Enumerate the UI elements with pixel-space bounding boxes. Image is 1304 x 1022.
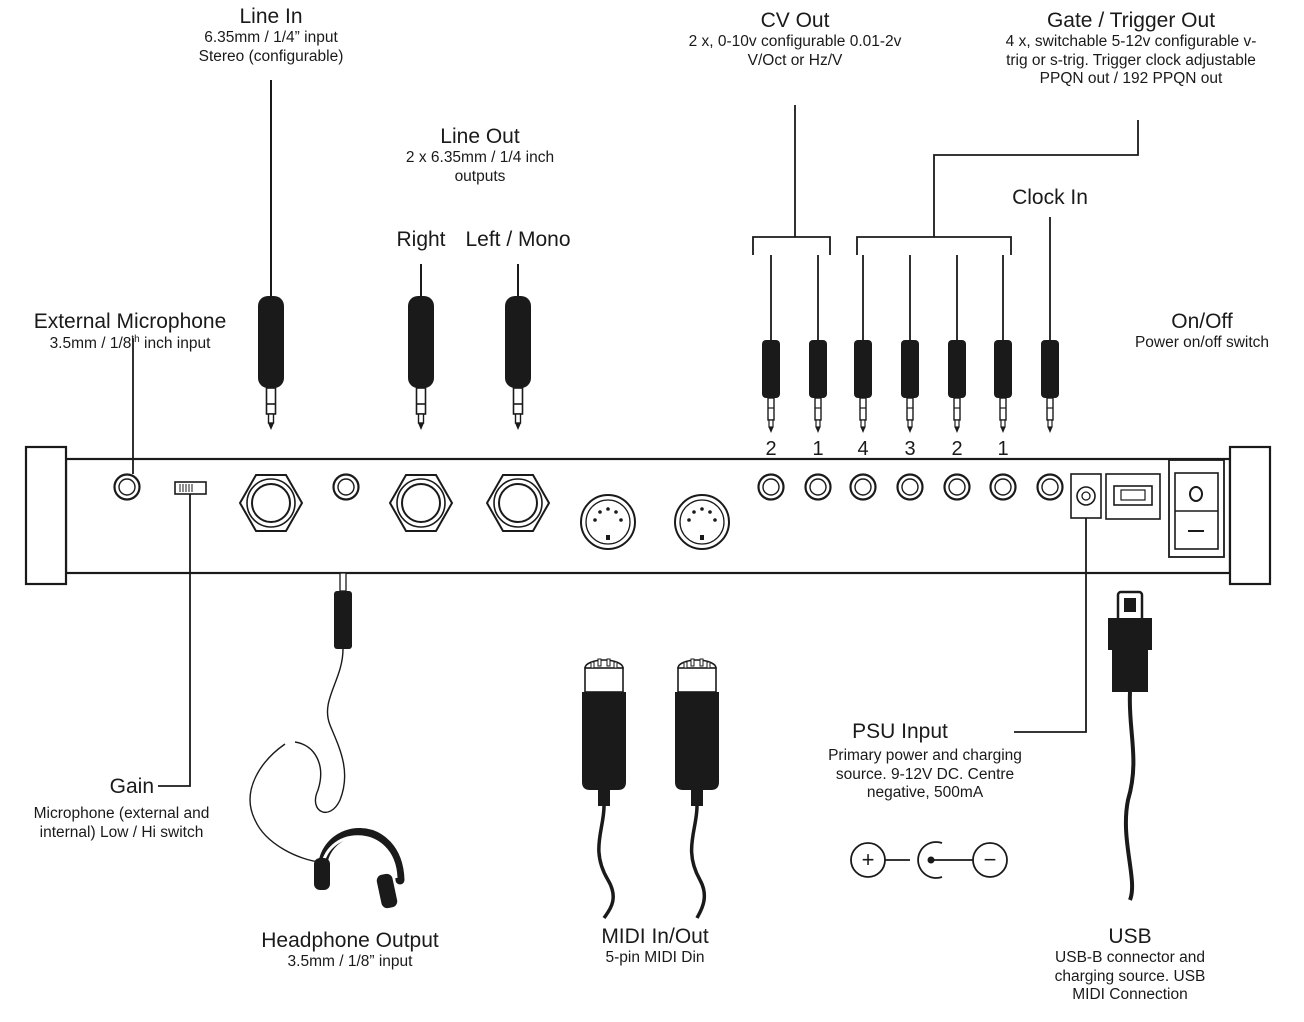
gate-out-4-jack[interactable]: [849, 473, 877, 501]
gain-switch[interactable]: [174, 481, 207, 495]
midi-title: MIDI In/Out: [601, 925, 709, 948]
gain-description: Microphone (external and internal) Low /…: [33, 805, 210, 841]
usb-desc-2: charging source. USB: [1054, 967, 1206, 985]
cv-out-desc-2: V/Oct or Hz/V: [747, 51, 843, 69]
usb-b-port[interactable]: [1105, 473, 1161, 520]
midi-out-jack[interactable]: [674, 494, 730, 550]
gate-out-desc-3: PPQN out / 192 PPQN out: [1039, 70, 1223, 88]
headphone-plug: [249, 572, 352, 863]
gate-trigger-out-label: Gate / Trigger Out 4 x, switchable 5-12v…: [960, 8, 1302, 89]
line-out-title: Line Out: [440, 125, 520, 148]
gate-out-3-plug: [900, 339, 920, 434]
midi-plugs: [581, 658, 720, 920]
gate-out-title: Gate / Trigger Out: [1046, 9, 1216, 32]
midi-label: MIDI In/Out 5-pin MIDI Din: [560, 924, 750, 968]
external-microphone-jack[interactable]: [113, 473, 141, 501]
cv-out-1-jack[interactable]: [804, 473, 832, 501]
external-microphone-label: External Microphone 3.5mm / 1/8th inch i…: [2, 309, 258, 354]
minus-symbol: −: [984, 847, 997, 872]
on-off-label: On/Off Power on/off switch: [1100, 309, 1304, 353]
line-in-title: Line In: [239, 5, 303, 28]
gate-out-desc-1: 4 x, switchable 5-12v configurable v-: [1005, 33, 1257, 51]
line-out-right-plug: [407, 264, 435, 431]
power-switch[interactable]: [1168, 459, 1225, 558]
cv-number-1: 1: [812, 438, 823, 460]
headphone-output-label: Headphone Output 3.5mm / 1/8” input: [230, 928, 470, 972]
gate-number-4: 4: [857, 438, 868, 460]
gate-number-3: 3: [904, 438, 915, 460]
cv-out-1-plug: [808, 339, 828, 434]
line-in-label: Line In 6.35mm / 1/4” input Stereo (conf…: [150, 4, 392, 66]
ext-mic-desc: 3.5mm / 1/8th inch input: [49, 334, 211, 353]
cv-out-desc-1: 2 x, 0-10v configurable 0.01-2v: [688, 33, 902, 51]
line-in-plug: [257, 80, 285, 431]
dc-power-jack[interactable]: [1070, 473, 1102, 519]
on-off-desc: Power on/off switch: [1134, 334, 1270, 352]
usb-label: USB USB-B connector and charging source.…: [1030, 924, 1230, 1005]
midi-in-jack[interactable]: [580, 494, 636, 550]
cv-out-2-jack[interactable]: [757, 473, 785, 501]
midi-desc: 5-pin MIDI Din: [605, 949, 705, 967]
gate-out-desc-2: trig or s-trig. Trigger clock adjustable: [1006, 51, 1256, 69]
headphone-title: Headphone Output: [261, 929, 439, 952]
cv-out-2-plug: [761, 339, 781, 434]
line-out-desc-1: 2 x 6.35mm / 1/4 inch: [405, 149, 555, 167]
usb-title: USB: [1108, 925, 1152, 948]
headphone-desc: 3.5mm / 1/8” input: [287, 953, 413, 971]
gate-out-3-jack[interactable]: [896, 473, 924, 501]
leader-lines: [132, 105, 1139, 787]
gate-out-2-plug: [947, 339, 967, 434]
clock-in-plug: [1040, 339, 1060, 434]
gate-out-1-plug: [993, 339, 1013, 434]
clock-in-jack[interactable]: [1036, 473, 1064, 501]
gate-out-1-jack[interactable]: [989, 473, 1017, 501]
psu-description: Primary power and charging source. 9-12V…: [828, 747, 1022, 802]
polarity-symbol: + −: [850, 841, 1008, 879]
gate-out-4-plug: [853, 339, 873, 434]
gate-number-2: 2: [951, 438, 962, 460]
line-out-desc-2: outputs: [454, 167, 506, 185]
line-in-desc-2: Stereo (configurable): [198, 47, 344, 65]
psu-input-label: PSU Input: [790, 719, 1010, 744]
line-out-label: Line Out 2 x 6.35mm / 1/4 inch outputs: [360, 124, 600, 186]
line-in-desc-1: 6.35mm / 1/4” input: [204, 29, 338, 47]
headphone-jack[interactable]: [332, 473, 360, 501]
clock-in-label: Clock In: [1012, 186, 1088, 209]
headphones-icon: [314, 828, 405, 909]
cv-out-title: CV Out: [760, 9, 830, 32]
cv-out-label: CV Out 2 x, 0-10v configurable 0.01-2v V…: [625, 8, 965, 70]
usb-desc-1: USB-B connector and: [1055, 949, 1205, 967]
usb-b-plug: [1108, 590, 1152, 901]
on-off-title: On/Off: [1171, 310, 1233, 333]
gain-label: Gain: [0, 774, 154, 799]
ext-mic-title: External Microphone: [33, 310, 227, 333]
line-out-left-label: Left / Mono: [465, 228, 571, 251]
gain-title: Gain: [109, 775, 154, 798]
plus-symbol: +: [862, 847, 875, 872]
gate-number-1: 1: [997, 438, 1008, 460]
gate-out-2-jack[interactable]: [943, 473, 971, 501]
usb-desc-3: MIDI Connection: [1072, 986, 1188, 1004]
cv-number-2: 2: [765, 438, 776, 460]
line-out-right-label: Right: [396, 228, 446, 251]
line-out-left-plug: [504, 264, 532, 431]
psu-title: PSU Input: [852, 720, 948, 743]
